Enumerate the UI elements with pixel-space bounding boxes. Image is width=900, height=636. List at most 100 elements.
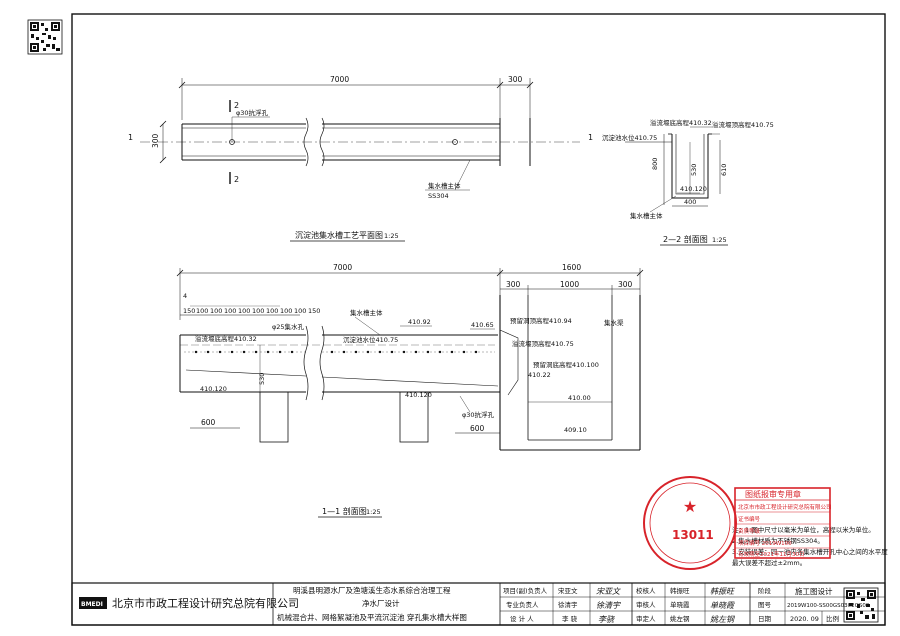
s22-dim-800: 800 <box>651 158 659 170</box>
approval-stamp: 图纸报审专用章 北京市市政工程设计研究总院有限公司 证书编号 资质等级 项目编号… <box>734 487 832 559</box>
s11-spacing-1: 100 <box>196 307 208 315</box>
title-block: BMEDI 北京市市政工程设计研究总院有限公司 明溪县明源水厂及渔塘溪生态水系综… <box>71 582 886 626</box>
name-right-2: 姚左钢 <box>670 614 690 623</box>
name-left-1: 徐清宇 <box>558 600 578 609</box>
s11-float-hole: φ30抗浮孔 <box>462 410 495 419</box>
plan-scale: 1:25 <box>384 232 399 240</box>
s11-lvl-410120a: 410.120 <box>200 385 227 393</box>
date-value: 2020. 09 <box>790 615 819 623</box>
role-left-0: 项目(副)负责人 <box>503 586 548 595</box>
s22-dim-530: 530 <box>690 164 698 176</box>
seal-row-3: 项目编号 2019W100 <box>738 539 792 547</box>
s11-lvl-41092: 410.92 <box>408 318 431 326</box>
qr-code-icon-bottom <box>843 587 879 623</box>
s22-body-label: 集水槽主体 <box>630 211 663 220</box>
sign-left-0: 宋亚文 <box>596 587 621 596</box>
stage-label: 阶段 <box>758 586 772 595</box>
role-left-1: 专业负责人 <box>506 600 539 609</box>
s11-spacing-7: 100 <box>280 307 292 315</box>
name-right-0: 韩振旺 <box>670 586 690 595</box>
name-left-2: 李 骁 <box>562 614 578 623</box>
svg-text:BMEDI: BMEDI <box>81 601 103 608</box>
s11-spacing-5: 100 <box>252 307 264 315</box>
s11-dim-1000: 1000 <box>560 280 579 289</box>
note-4: 最大误差不超过±2mm。 <box>732 558 806 567</box>
s22-dim-610: 610 <box>720 164 728 176</box>
s11-spacing-3: 100 <box>224 307 236 315</box>
company-logo: BMEDI <box>79 597 107 609</box>
s11-spacing-2: 100 <box>210 307 222 315</box>
plan-section-mark-2: 2 <box>234 101 239 110</box>
seal-number: 13011 <box>672 528 714 542</box>
svg-text:★: ★ <box>683 497 697 516</box>
s11-spacing-0: 150 <box>183 307 195 315</box>
notes: 注：1.图中尺寸以毫米为单位，高程以米为单位。 2.集水槽材质为不锈钢SS304… <box>732 525 888 567</box>
s11-dim-right: 1600 <box>562 263 581 272</box>
sign-right-1: 单晓霞 <box>710 601 735 610</box>
plan-body-label: 集水槽主体 <box>428 181 461 190</box>
plan-title: 沉淀池集水槽工艺平面图 <box>295 230 383 240</box>
s22-dim-400: 400 <box>684 198 696 206</box>
s11-lvl-40910: 409.10 <box>564 426 587 434</box>
note-3: 3.安装误差：同一池内各集水槽开孔中心之间的水平度 <box>732 547 888 556</box>
s11-spacing-8: 100 <box>294 307 306 315</box>
s22-level-410120: 410.120 <box>680 185 707 193</box>
s11-dim-600a: 600 <box>201 418 216 427</box>
s11-dim-300a: 300 <box>506 280 521 289</box>
plan-dim-total: 7000 <box>330 75 349 84</box>
role-right-0: 校核人 <box>636 586 656 595</box>
s22-water-level: 沉淀池水位410.75 <box>602 133 657 142</box>
qr-code-icon <box>27 19 63 55</box>
plan-section-mark-2-bottom: 2 <box>234 175 239 184</box>
role-left-2: 设 计 人 <box>510 614 534 623</box>
plan-view: 7000 300 300 1 1 2 2 <box>128 75 593 242</box>
section-2-2: 沉淀池水位410.75 溢流堰底高程410.32 溢流堰顶高程410.75 80… <box>602 118 774 246</box>
s11-scale: 1:25 <box>366 508 381 516</box>
s11-title: 1—1 剖面图 <box>322 506 367 516</box>
s11-mark-4: 4 <box>183 292 187 300</box>
seal-row-2: 资质等级 <box>738 527 761 535</box>
number-label: 图号 <box>758 601 772 609</box>
plan-section-mark-1-right: 1 <box>588 133 593 142</box>
s22-scale: 1:25 <box>712 236 727 244</box>
plan-dim-end: 300 <box>508 75 523 84</box>
s11-body-label: 集水槽主体 <box>350 308 383 317</box>
s11-spacing-4: 100 <box>238 307 250 315</box>
s11-hole-label: φ25集水孔 <box>272 322 305 331</box>
s22-bottom-level: 溢流堰底高程410.32 <box>650 118 712 127</box>
drawing-name: 机械混合井、网格絮凝池及平流沉淀池 穿孔集水槽大样图 <box>277 612 467 622</box>
stage-value: 施工图设计 <box>795 586 833 596</box>
plan-dim-width: 300 <box>151 133 160 148</box>
role-right-2: 审定人 <box>636 614 656 623</box>
s11-dim-530: 530 <box>258 373 266 385</box>
s11-lvl-41022: 410.22 <box>528 371 551 379</box>
section-1-1: 7000 1600 300 1000 300 150 100 100 100 1… <box>176 263 644 518</box>
sign-right-2: 姚左钢 <box>710 615 735 624</box>
s11-spacing-6: 100 <box>266 307 278 315</box>
s11-lvl-410120b: 410.120 <box>405 391 432 399</box>
plan-section-mark-1: 1 <box>128 133 133 142</box>
s11-water-level: 沉淀池水位410.75 <box>343 335 398 344</box>
number-value: 2019W100-SS00GS0302GS09 <box>787 603 870 609</box>
plan-material: SS304 <box>428 192 449 200</box>
note-1: 注：1.图中尺寸以毫米为单位，高程以米为单位。 <box>732 525 875 534</box>
seal-row-1: 证书编号 <box>738 515 761 523</box>
s11-hole-row <box>194 350 478 354</box>
sign-left-1: 徐清宇 <box>596 601 621 610</box>
ratio-label: 比例 <box>826 614 839 623</box>
seal-row-4: 有效期至2021年11月30日 <box>738 550 805 558</box>
company-name: 北京市市政工程设计研究总院有限公司 <box>112 596 299 610</box>
s22-overflow-level: 溢流堰顶高程410.75 <box>712 120 774 129</box>
s11-lvl-41000: 410.00 <box>568 394 591 402</box>
date-label: 日期 <box>758 615 772 623</box>
s11-collect: 集水渠 <box>604 318 624 327</box>
project-line2: 净水厂设计 <box>362 598 400 608</box>
role-right-1: 审核人 <box>636 600 656 609</box>
plan-hole-label: φ30抗浮孔 <box>236 108 269 117</box>
project-line1: 明溪县明源水厂及渔塘溪生态水系综合治理工程 <box>293 585 451 595</box>
name-right-1: 单晓霞 <box>670 600 690 609</box>
s11-pre-top: 预留洞顶高程410.94 <box>510 316 572 325</box>
s11-pre-bottom: 预留洞底高程410.100 <box>533 360 599 369</box>
s11-dim-total: 7000 <box>333 263 352 272</box>
